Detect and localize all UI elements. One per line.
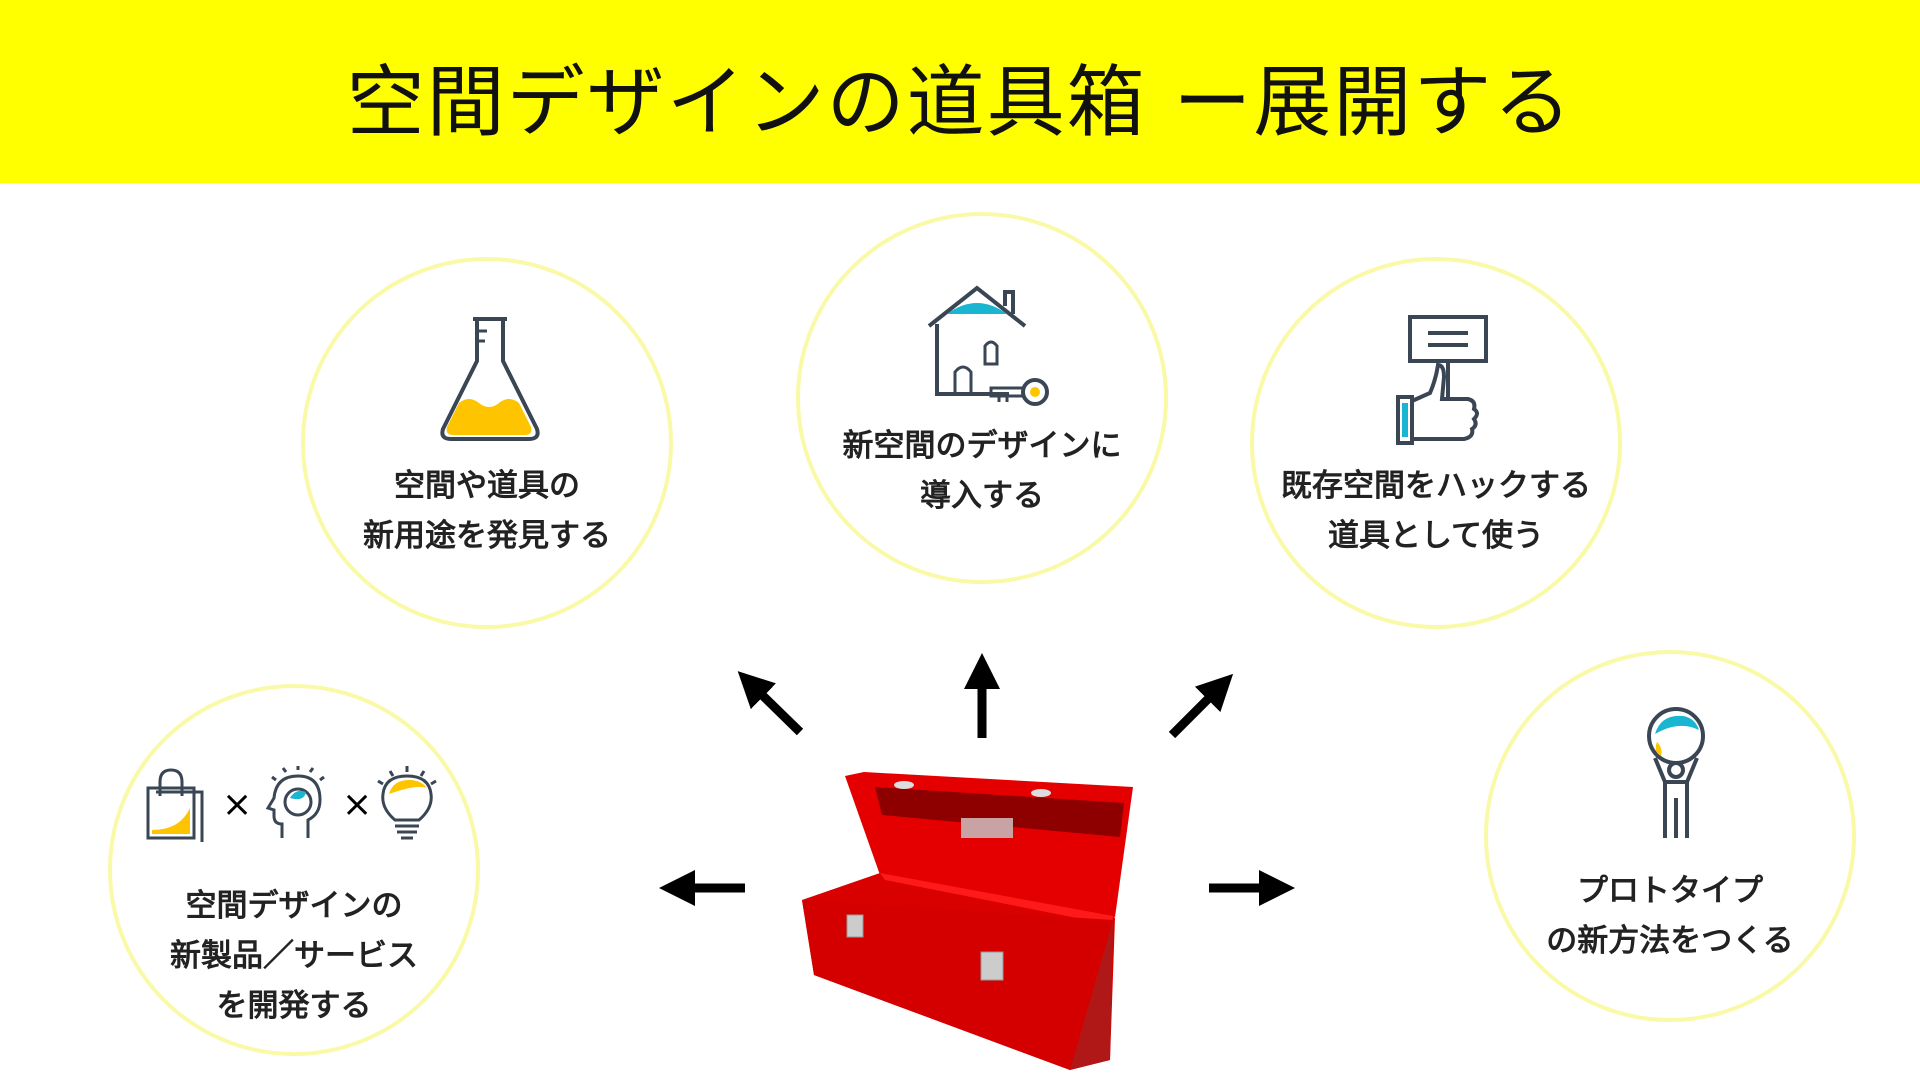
brain-head-icon bbox=[265, 766, 325, 838]
thumbs-up-sign-icon bbox=[1396, 315, 1488, 445]
toolbox-icon bbox=[802, 772, 1133, 1070]
label-line: 空間デザインの bbox=[185, 888, 403, 924]
times-operator: × bbox=[222, 784, 253, 825]
shopping-bag-icon bbox=[146, 768, 204, 842]
label-line: 新空間のデザインに bbox=[842, 428, 1122, 464]
label-line: 新用途を発見する bbox=[363, 518, 611, 554]
lightbulb-icon bbox=[377, 766, 437, 840]
node-hack: 既存空間をハックする道具として使う bbox=[1250, 257, 1622, 629]
flask-icon bbox=[440, 317, 540, 441]
label-line: 導入する bbox=[920, 478, 1044, 514]
node-products: × × 空間デザインの新製品／サービスを開発する bbox=[108, 684, 480, 1056]
label-line: 既存空間をハックする bbox=[1281, 468, 1591, 504]
times-operator: × bbox=[342, 784, 373, 825]
node-discover: 空間や道具の新用途を発見する bbox=[301, 257, 673, 629]
page-title: 空間デザインの道具箱 ー展開する bbox=[346, 58, 1574, 148]
label-line: 新製品／サービス bbox=[170, 938, 418, 974]
node-prototype: プロトタイプの新方法をつくる bbox=[1484, 650, 1856, 1022]
label-line: 道具として使う bbox=[1327, 518, 1545, 554]
arrow-up-left bbox=[737, 671, 804, 736]
label-line: プロトタイプ bbox=[1577, 873, 1763, 909]
person-balloon-icon bbox=[1647, 707, 1705, 838]
house-key-icon bbox=[927, 285, 1049, 406]
title-banner: 空間デザインの道具箱 ー展開する bbox=[0, 0, 1920, 183]
node-new-space: 新空間のデザインに導入する bbox=[796, 212, 1168, 584]
label-line: を開発する bbox=[216, 988, 372, 1024]
arrow-up-right bbox=[1168, 673, 1234, 739]
label-line: 空間や道具の bbox=[394, 468, 580, 504]
label-line: の新方法をつくる bbox=[1546, 923, 1794, 959]
